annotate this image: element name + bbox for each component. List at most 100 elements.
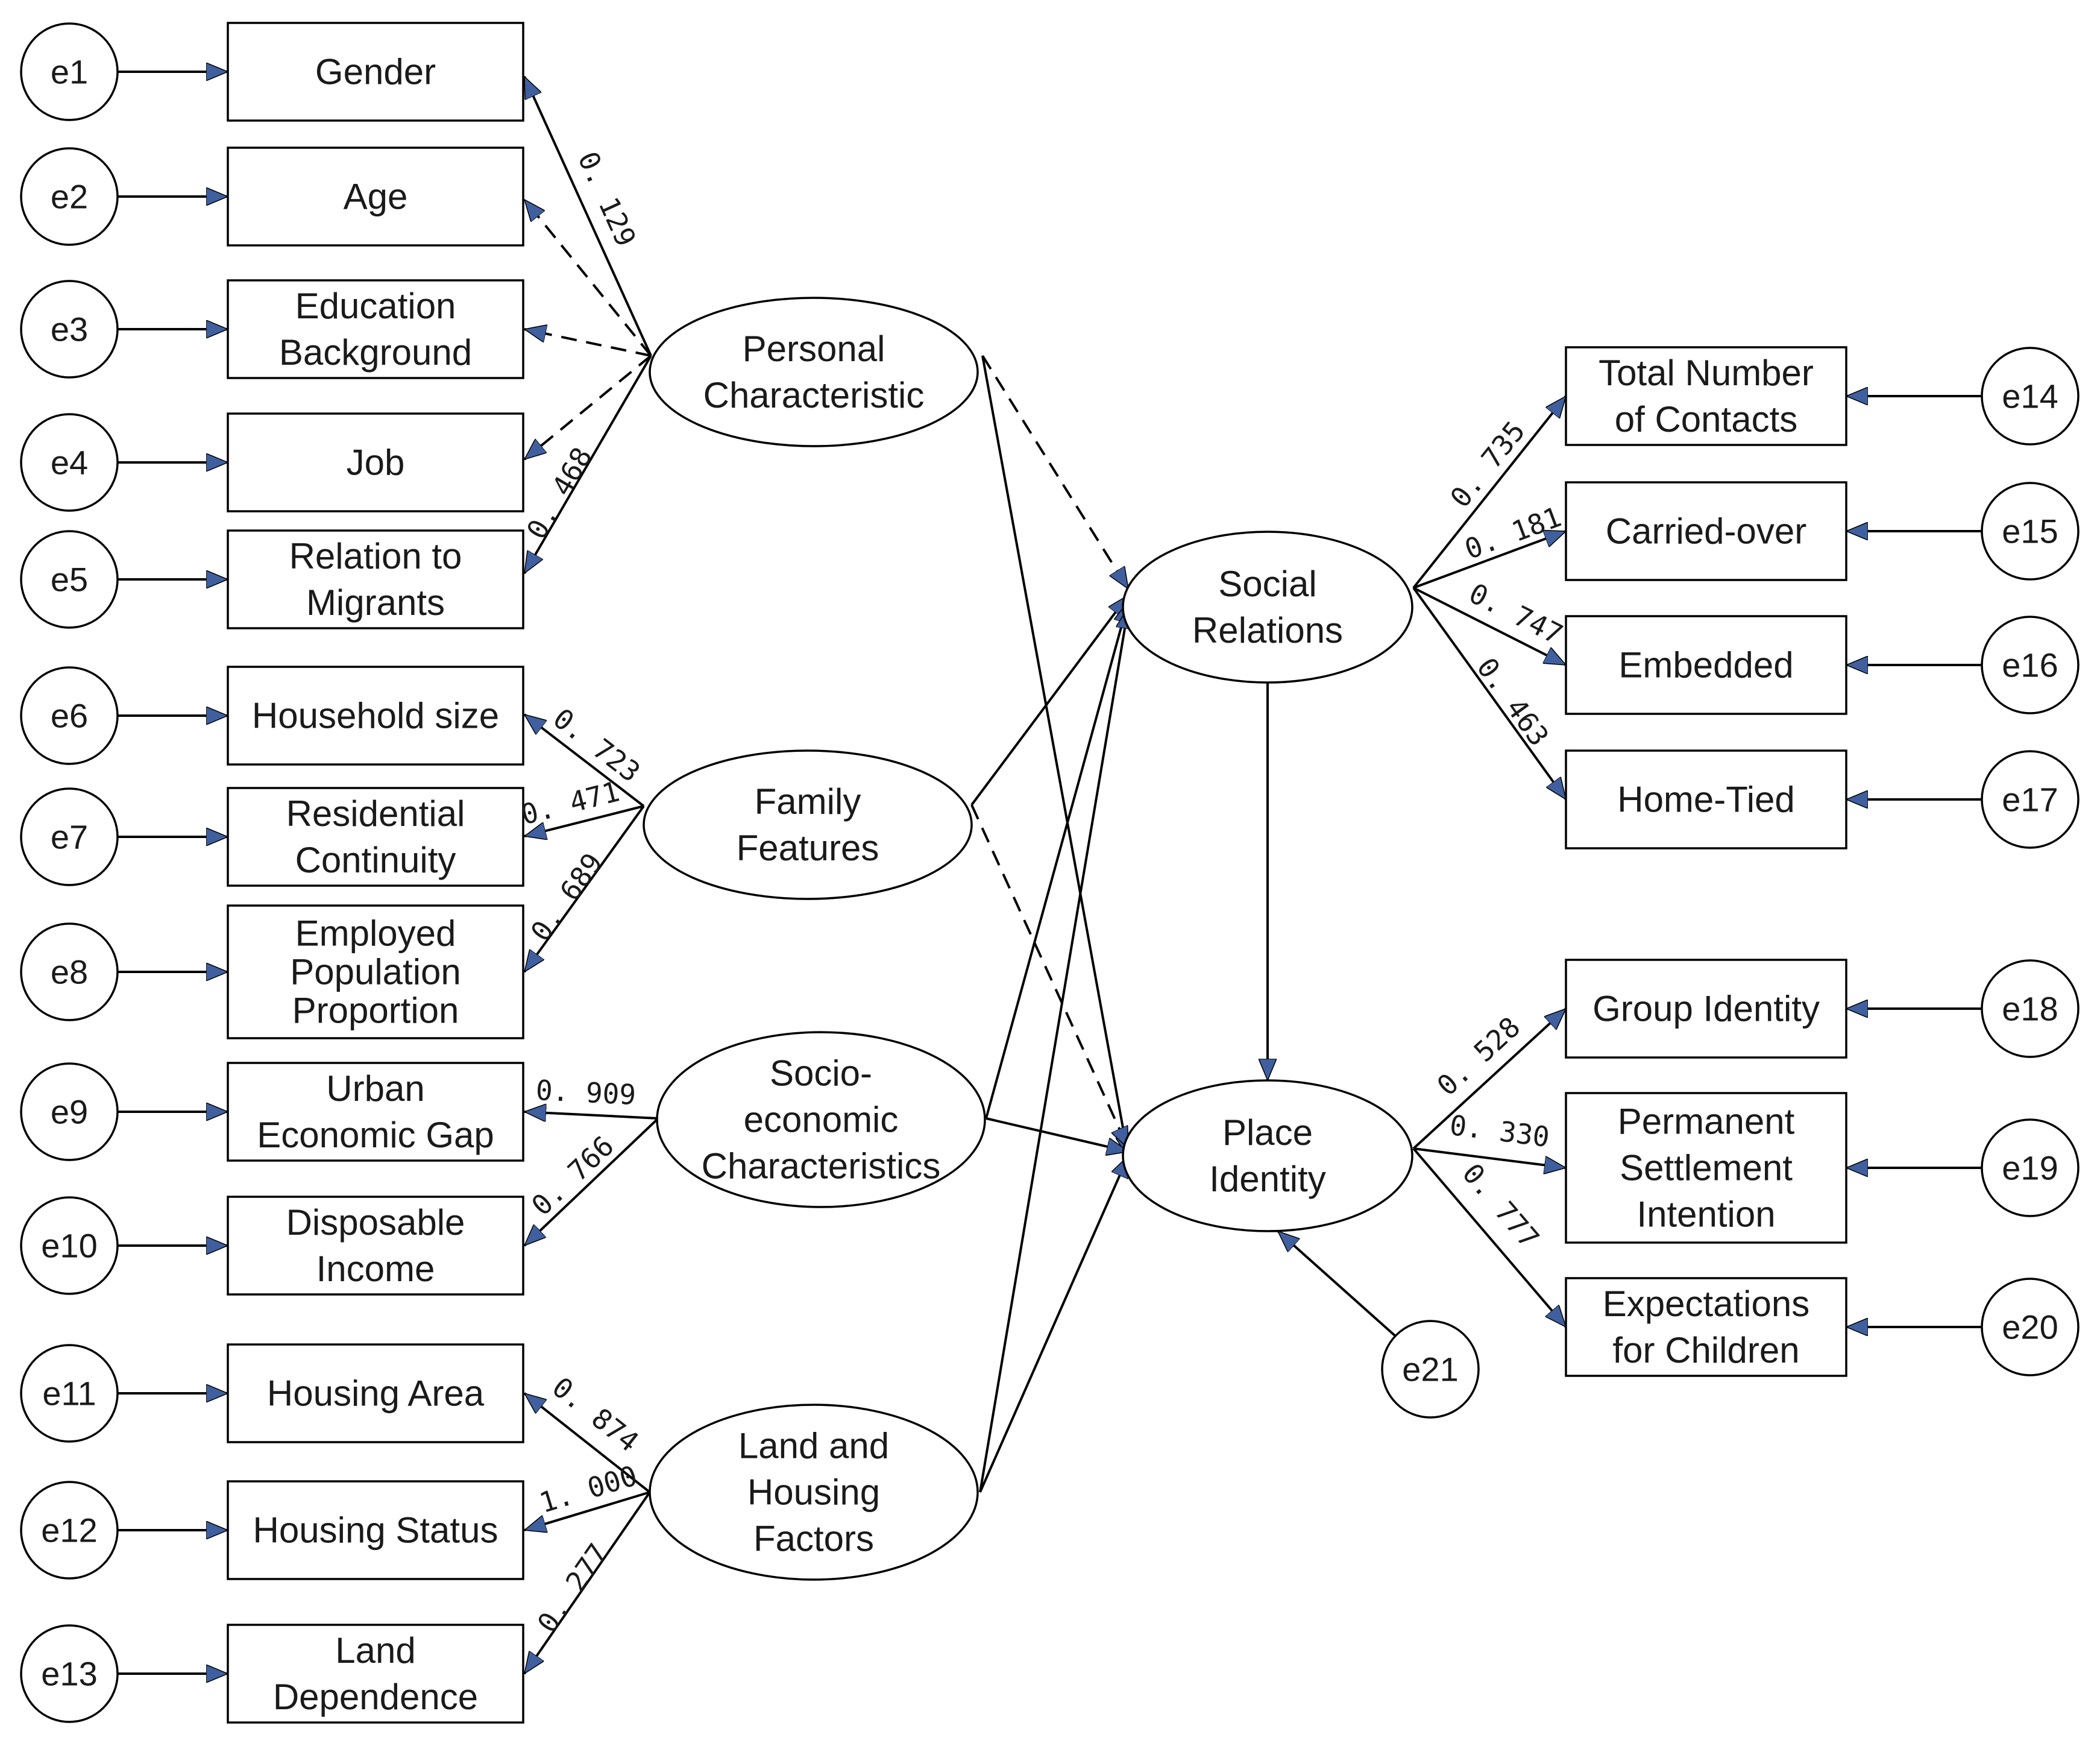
coefficient-urban: 0. 909 — [535, 1074, 637, 1111]
error-e8-label: e8 — [51, 953, 88, 991]
observed-income-line-2: Income — [316, 1249, 435, 1289]
error-e10-label: e10 — [41, 1227, 97, 1265]
error-e6-circle — [20, 666, 119, 765]
observed-group-box — [1565, 959, 1847, 1059]
loading-arrow-job — [524, 355, 652, 461]
error-e14-label: e14 — [2002, 377, 2058, 415]
path-arrows — [118, 72, 1982, 1674]
error-e15-label: e15 — [2002, 512, 2058, 550]
observed-household: Household size — [227, 666, 524, 766]
observed-urban-line-2: Economic Gap — [257, 1115, 494, 1155]
error-e11-circle — [20, 1344, 119, 1443]
error-e19-circle — [1981, 1118, 2080, 1217]
error-e10: e10 — [20, 1196, 119, 1295]
error-arrow-e21 — [1278, 1230, 1397, 1337]
observed-education-line-2: Background — [279, 332, 472, 373]
latent-land-line-1: Land and — [738, 1426, 889, 1466]
error-e16-circle — [1981, 616, 2080, 714]
observed-household-box — [227, 666, 524, 766]
loading-arrow-relation — [523, 355, 652, 573]
observed-age-box — [227, 147, 524, 247]
observed-harea-box — [227, 1343, 524, 1443]
observed-contacts-line-2: of Contacts — [1615, 399, 1798, 440]
observed-hometied: Home-Tied — [1565, 749, 1847, 849]
coefficient-household: 0. 723 — [547, 702, 647, 789]
error-e1-circle — [20, 22, 119, 121]
observed-income-box — [227, 1196, 524, 1296]
loading-arrow-education — [524, 329, 652, 357]
loading-arrow-hometied — [1412, 587, 1567, 799]
error-e7: e7 — [20, 787, 119, 886]
error-e7-circle — [20, 787, 119, 886]
error-e18-circle — [1981, 959, 2080, 1058]
error-e21: e21 — [1381, 1320, 1480, 1419]
observed-settle-box — [1565, 1092, 1847, 1244]
observed-household-line-1: Household size — [252, 696, 499, 736]
coefficient-contacts: 0. 735 — [1444, 415, 1532, 514]
latent-social-oval — [1122, 531, 1413, 684]
observed-harea: Housing Area — [227, 1343, 524, 1443]
observed-relation-line-1: Relation to — [289, 536, 462, 576]
loading-arrow-landdep — [523, 1491, 651, 1674]
loading-arrow-age — [523, 200, 652, 357]
error-e12-circle — [20, 1481, 119, 1580]
latent-personal-line-1: Personal — [743, 329, 885, 369]
structural-arrow-7 — [979, 607, 1128, 1493]
error-e1-label: e1 — [51, 53, 88, 91]
loading-arrow-employed — [523, 805, 645, 972]
observed-landdep-line-1: Land — [335, 1630, 415, 1671]
error-e11-label: e11 — [42, 1375, 96, 1413]
observed-urban-line-1: Urban — [326, 1068, 424, 1109]
error-e10-circle — [20, 1196, 119, 1295]
loading-arrow-carried — [1413, 531, 1566, 589]
structural-arrow-4 — [970, 804, 1130, 1149]
latent-family-oval — [643, 749, 973, 900]
structural-arrow-3 — [970, 595, 1130, 806]
error-e2-circle — [20, 147, 119, 246]
error-e13-circle — [20, 1624, 119, 1723]
observed-age: Age — [227, 147, 524, 247]
latent-place-oval — [1122, 1079, 1413, 1232]
latent-personal-line-2: Characteristic — [703, 375, 925, 415]
latent-place-line-1: Place — [1222, 1112, 1313, 1153]
observed-group: Group Identity — [1565, 959, 1847, 1059]
loading-arrow-settle — [1413, 1147, 1566, 1168]
latent-social-line-2: Relations — [1192, 610, 1343, 651]
loading-arrow-gender — [523, 77, 652, 356]
observed-employed-line-2: Population — [290, 952, 461, 992]
observed-landdep-box — [227, 1624, 524, 1724]
observed-urban-box — [227, 1062, 524, 1162]
latent-family-line-2: Features — [737, 828, 879, 868]
latent-socio-line-2: economic — [744, 1100, 899, 1140]
observed-settle-line-3: Intention — [1636, 1194, 1775, 1234]
structural-arrow-6 — [986, 1117, 1128, 1152]
error-e13: e13 — [20, 1624, 119, 1723]
error-e9-label: e9 — [51, 1093, 88, 1131]
observed-education-line-1: Education — [295, 286, 456, 326]
observed-settle-line-1: Permanent — [1618, 1102, 1795, 1142]
error-e18: e18 — [1981, 959, 2080, 1058]
error-e17-label: e17 — [2002, 781, 2058, 819]
observed-carried-line-1: Carried-over — [1606, 511, 1806, 552]
observed-job-box — [227, 412, 524, 512]
coefficient-hometied: 0. 463 — [1470, 652, 1555, 752]
error-e3: e3 — [20, 280, 119, 379]
observed-hometied-box — [1565, 749, 1847, 849]
observed-settle-line-2: Settlement — [1620, 1148, 1793, 1188]
structural-arrow-8 — [979, 1156, 1130, 1493]
observed-landdep-line-2: Dependence — [273, 1677, 478, 1717]
error-e16: e16 — [1981, 616, 2080, 714]
observed-children-box — [1565, 1277, 1847, 1377]
error-e2-label: e2 — [51, 178, 88, 216]
observed-carried-box — [1565, 481, 1847, 581]
error-e19-label: e19 — [2002, 1149, 2058, 1187]
coefficient-children: 0. 777 — [1456, 1157, 1546, 1254]
